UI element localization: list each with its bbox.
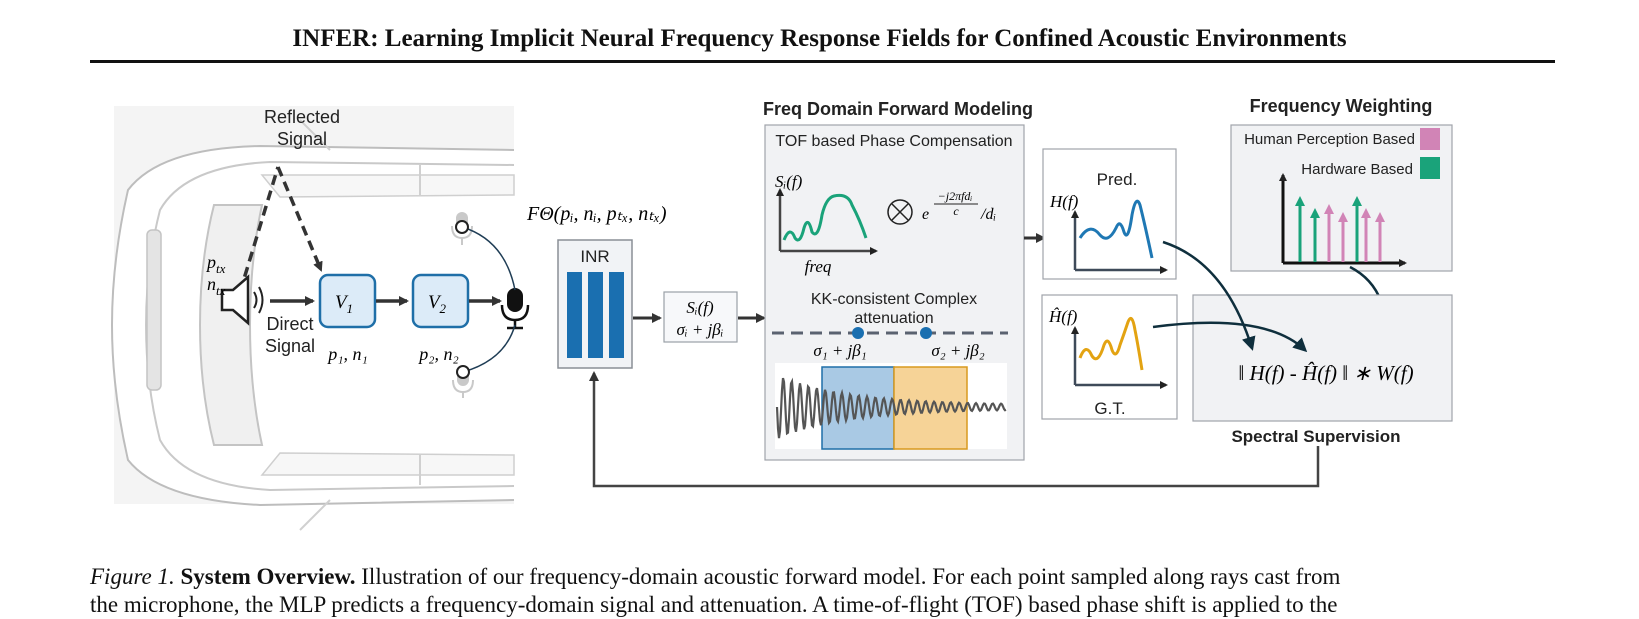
ray-bottom [462,324,516,373]
caption-line-1: Figure 1. System Overview. Illustration … [90,563,1555,591]
weight-stem-head-6 [1361,208,1371,218]
phase-compensation-title: TOF based Phase Compensation [775,133,1012,150]
legend-human-label: Human Perception Based [1244,131,1415,148]
kk-title-2: attenuation [854,310,933,327]
weight-stems [1295,196,1385,262]
exp-numerator: −j2πfdᵢ [938,189,973,203]
gt-axis-label: Ĥ(f) [1048,307,1078,326]
inr-layer-2 [588,272,603,358]
caption-label: Figure 1. [90,564,175,589]
direct-signal-label-2: Signal [265,336,315,356]
microphone-icon [500,288,530,330]
inr-output-box [663,291,738,343]
car-topview-illustration [110,106,515,531]
supervision-feedback-arrow [589,371,1320,488]
loss-formula: ‖ H(f) - Ĥ(f) ‖ ∗ W(f) [1238,361,1413,385]
reflected-signal-path [238,166,323,293]
inr-layer-3 [609,272,624,358]
speaker-icon [220,274,264,326]
weighting-title: Frequency Weighting [1250,96,1433,116]
system-overview-figure: Reflected Signal ptx ntx Direct Signal V… [110,96,1453,531]
voxel-v2-label: V2 [428,292,447,316]
supervision-title: Spectral Supervision [1231,427,1400,446]
multiply-icon-stroke-2 [891,203,909,221]
freq-axis-label: freq [805,257,832,276]
attenuated-wave [775,377,1007,439]
weight-stem-head-5 [1352,196,1362,206]
legend-hardware-label: Hardware Based [1301,161,1413,178]
n-tx-label: ntx [207,274,226,298]
weight-stem-head-4 [1338,212,1348,222]
sample-point-2 [920,327,932,339]
gt-panel [1041,294,1178,420]
figure-caption: Figure 1. System Overview. Illustration … [90,563,1555,619]
supervision-panel [1192,294,1453,422]
gt-curve [1078,316,1144,371]
voxel-v1 [318,273,377,329]
title-rule [90,60,1555,63]
kk-title-1: KK-consistent Complex [811,291,977,308]
reflected-signal-label-2: Signal [277,129,327,149]
pred-axis-label: H(f) [1049,192,1079,211]
inr-output-attenuation: σᵢ + jβᵢ [677,320,724,339]
pred-to-supervision-arrow [1162,240,1256,351]
gt-to-supervision-arrow [1152,321,1308,353]
forward-model-title: Freq Domain Forward Modeling [763,99,1033,119]
spectrum-curve [782,193,868,242]
multiply-icon [887,199,913,225]
weight-stem-head-7 [1375,212,1385,222]
sigma2-label: σ₂ + jβ₂ [931,341,984,360]
pred-curve [1078,199,1154,259]
reflected-signal-label-1: Reflected [264,107,340,127]
spectrum-axis-label: Sᵢ(f) [775,172,803,191]
legend-hardware-swatch [1420,157,1440,179]
direct-signal-label-1: Direct [266,314,313,334]
caption-line-2: the microphone, the MLP predicts a frequ… [90,592,1338,617]
voxel-v1-label: V1 [335,292,353,316]
pred-panel [1042,148,1177,280]
sigma1-label: σ₁ + jβ₁ [813,341,866,360]
paper-title: INFER: Learning Implicit Neural Frequenc… [292,25,1347,52]
legend-human-swatch [1420,128,1440,150]
inr-label: INR [580,247,609,266]
weight-stem-head-2 [1310,208,1320,218]
inr-function-label: FΘ(pᵢ, nᵢ, pₜₓ, nₜₓ) [526,203,667,225]
p-tx-label: ptx [205,252,226,276]
voxel-v2 [411,273,470,329]
inr-layer-1 [567,272,582,358]
exp-denominator: c [953,204,959,218]
attenuation-region-1 [821,366,895,450]
p1-n1-label: p₁, n₁ [326,344,368,364]
exp-base: e [922,206,929,223]
ray-point-bottom [456,365,470,379]
ray-point-top [455,220,469,234]
inr-output-signal: Sᵢ(f) [686,298,714,317]
caption-text-1: Illustration of our frequency-domain aco… [361,564,1341,589]
phase-exponential-formula: e −j2πfdᵢ c /dᵢ [922,189,996,223]
caption-heading: System Overview. [180,564,356,589]
ray-top [461,226,516,291]
p2-n2-label: p₂, n₂ [417,344,459,364]
gt-title: G.T. [1094,399,1125,418]
exp-distance: /dᵢ [980,206,996,223]
weight-stem-head-1 [1295,196,1305,206]
weight-stem-head-3 [1324,204,1334,214]
pred-title: Pred. [1097,170,1138,189]
sample-point-1 [852,327,864,339]
